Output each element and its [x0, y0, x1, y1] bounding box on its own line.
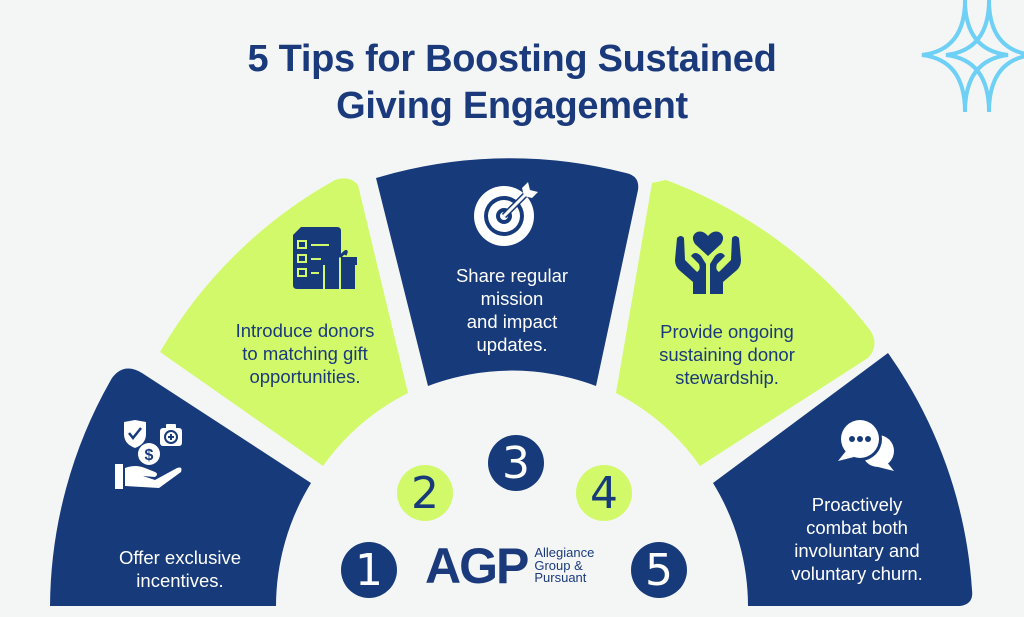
page-title: 5 Tips for Boosting Sustained Giving Eng…: [0, 36, 1024, 130]
number-badge-5: 5: [631, 542, 687, 598]
agp-logo: AGP Allegiance Group & Pursuant: [425, 541, 594, 591]
logo-wordmark: Allegiance Group & Pursuant: [534, 545, 595, 586]
segment-3: [376, 158, 639, 386]
hand-coin-shield-briefcase-icon: $: [115, 420, 182, 489]
number-badge-1: 1: [341, 542, 397, 598]
tip-5-label: Proactively combat both involuntary and …: [791, 494, 923, 584]
segment-1: [50, 368, 311, 606]
tip-2-label: Introduce donors to matching gift opport…: [235, 320, 375, 387]
tip-1-label: Offer exclusive incentives.: [118, 547, 241, 591]
sparkle-icon: [921, 0, 1024, 113]
number-badge-2: 2: [397, 465, 453, 521]
segment-5: [713, 353, 973, 606]
tip-4-label: Provide ongoing sustaining donor steward…: [659, 321, 795, 388]
tip-3-label: Share regular mission and impact updates…: [455, 265, 569, 355]
title-line-1: 5 Tips for Boosting Sustained: [247, 38, 777, 80]
svg-text:$: $: [145, 447, 154, 464]
target-arrow-icon: [474, 182, 538, 246]
title-line-2: Giving Engagement: [336, 85, 688, 127]
logo-mark: AGP: [425, 538, 529, 594]
number-badge-4: 4: [576, 465, 632, 521]
chat-bubbles-icon: [838, 417, 894, 471]
hands-heart-icon: [675, 231, 741, 294]
number-badge-3: 3: [488, 435, 544, 491]
checklist-gift-icon: [293, 227, 357, 289]
